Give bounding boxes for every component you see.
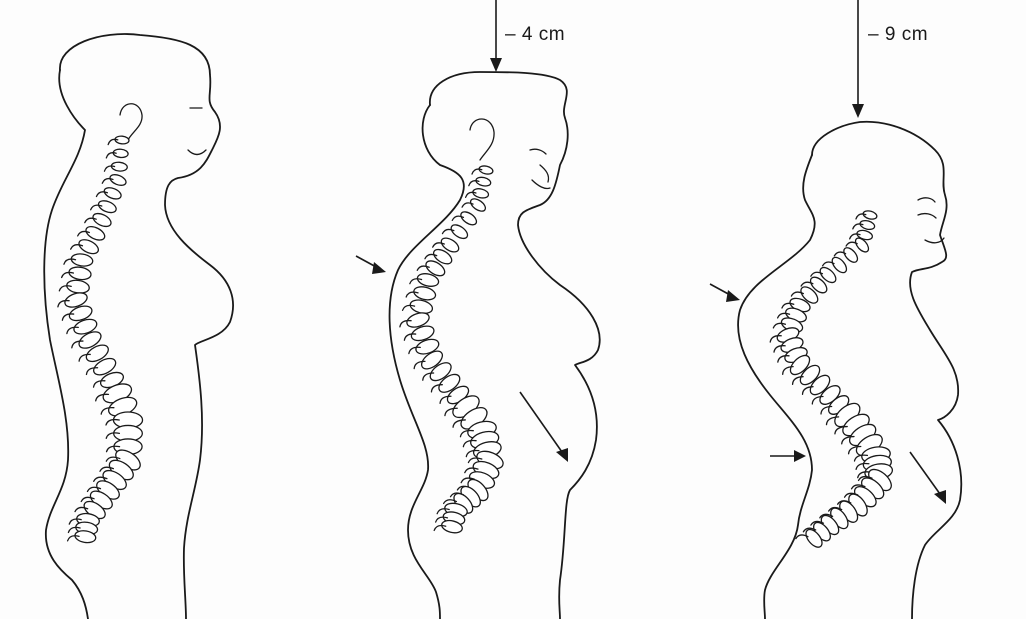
vertebra [459,209,479,227]
figure-1-face-details [120,104,206,155]
vertebra [841,245,860,264]
vertebra [97,198,118,214]
figure-2-upper-back-arrow [356,256,386,274]
vertebra [468,196,487,213]
figure-3-lower-back-arrow [770,450,806,462]
vertebra [103,186,123,202]
figure-3-height-arrow [852,0,864,118]
figure-1-body-outline [44,34,233,619]
figure-1-spine [57,135,143,544]
vertebra [66,279,90,295]
figure-2-spine [399,165,505,535]
vertebra [108,173,127,188]
figure-2-height-loss-label: – 4 cm [505,24,565,46]
figure-3-body-outline [738,122,961,619]
vertebra [472,187,489,199]
figure-2-abdomen-arrow [520,392,568,462]
figure-3-abdomen-arrow [910,452,946,504]
vertebra [862,209,878,220]
vertebra [859,219,875,231]
figure-3-height-loss-label: – 9 cm [868,24,928,46]
vertebra [449,222,470,241]
figure-2-height-arrow [490,0,502,72]
vertebra [412,285,436,302]
figure-3-upper-back-arrow [710,284,740,302]
